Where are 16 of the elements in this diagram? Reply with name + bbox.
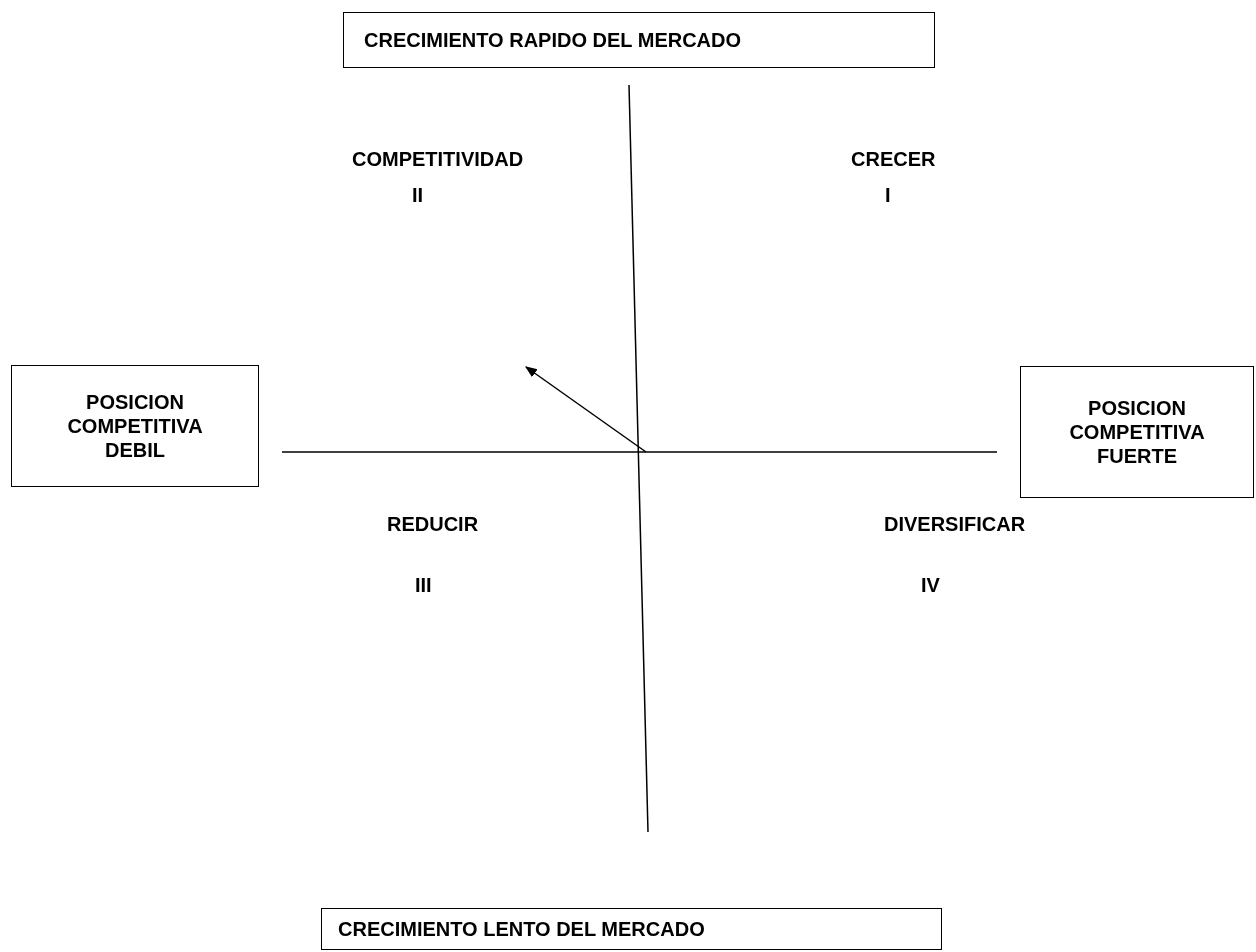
- label-box: [1020, 366, 1254, 498]
- quadrant-name: REDUCIR: [387, 512, 479, 536]
- quadrant-number: III: [415, 573, 432, 597]
- box-label: CRECIMIENTO RAPIDO DEL MERCADO: [364, 28, 742, 52]
- label-box: [321, 908, 942, 950]
- box-label: CRECIMIENTO LENTO DEL MERCADO: [338, 917, 705, 941]
- quadrant-number: I: [885, 183, 891, 207]
- label-box: [11, 365, 259, 487]
- quadrant-name: CRECER: [851, 147, 936, 171]
- label-box: [343, 12, 935, 68]
- quadrant-name: COMPETITIVIDAD: [352, 147, 524, 171]
- quadrant-number: IV: [921, 573, 940, 597]
- box-label: POSICION COMPETITIVA FUERTE: [1068, 396, 1206, 468]
- box-label: POSICION COMPETITIVA DEBIL: [66, 390, 204, 462]
- quadrant-name: DIVERSIFICAR: [884, 512, 1026, 536]
- quadrant-number: II: [412, 183, 424, 207]
